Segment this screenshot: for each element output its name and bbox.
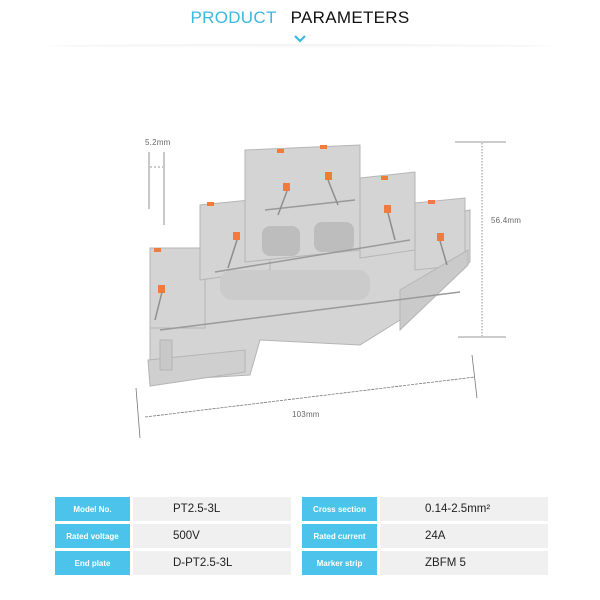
spec-table: Model No. PT2.5-3L Cross section 0.14-2.… bbox=[55, 497, 549, 578]
section-title: PRODUCT PARAMETERS bbox=[0, 8, 600, 32]
dimension-length: 103mm bbox=[292, 410, 320, 419]
header-divider bbox=[50, 44, 550, 48]
table-row: Model No. PT2.5-3L Cross section 0.14-2.… bbox=[55, 497, 549, 521]
chevron-down-icon bbox=[294, 35, 306, 43]
spec-value: 500V bbox=[133, 524, 291, 548]
spec-label: Rated voltage bbox=[55, 524, 130, 548]
spec-label: Rated current bbox=[302, 524, 377, 548]
spec-value: 0.14-2.5mm² bbox=[380, 497, 548, 521]
spec-value: PT2.5-3L bbox=[133, 497, 291, 521]
title-main: PARAMETERS bbox=[290, 8, 410, 27]
table-row: Rated voltage 500V Rated current 24A bbox=[55, 524, 549, 548]
spec-label: Cross section bbox=[302, 497, 377, 521]
dimension-height: 56.4mm bbox=[491, 216, 522, 225]
dimension-lines bbox=[135, 141, 506, 439]
product-image bbox=[135, 141, 506, 439]
dimension-pitch: 5.2mm bbox=[145, 138, 171, 147]
title-highlight: PRODUCT bbox=[190, 8, 277, 27]
spec-value: 24A bbox=[380, 524, 548, 548]
spec-value: D-PT2.5-3L bbox=[133, 551, 291, 575]
spec-label: Marker strip bbox=[302, 551, 377, 575]
spec-value: ZBFM 5 bbox=[380, 551, 548, 575]
table-row: End plate D-PT2.5-3L Marker strip ZBFM 5 bbox=[55, 551, 549, 575]
spec-label: End plate bbox=[55, 551, 130, 575]
spec-label: Model No. bbox=[55, 497, 130, 521]
